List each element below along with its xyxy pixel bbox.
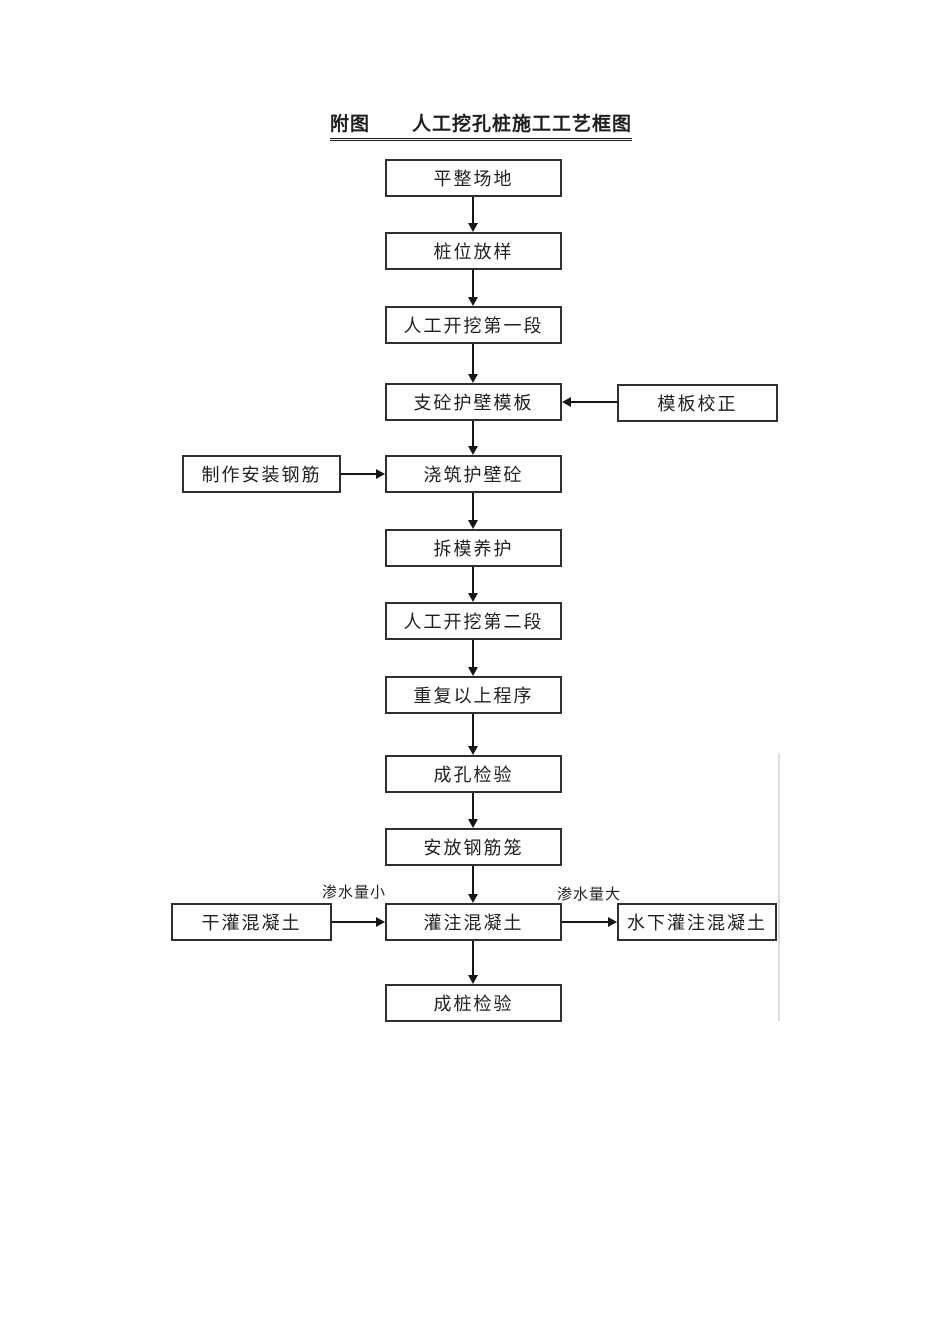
flow-step-support-wall-formwork: 支砼护壁模板 bbox=[385, 383, 562, 421]
arrow-formwork-correction-icon bbox=[562, 397, 617, 407]
flow-step-level-site: 平整场地 bbox=[385, 159, 562, 197]
flow-step-pour-wall-concrete: 浇筑护壁砼 bbox=[385, 455, 562, 493]
arrow-down-2-icon bbox=[468, 270, 478, 306]
flow-step-repeat-procedure: 重复以上程序 bbox=[385, 676, 562, 714]
arrow-down-5-icon bbox=[468, 493, 478, 529]
flow-step-manual-excavation-1: 人工开挖第一段 bbox=[385, 306, 562, 344]
diagram-title-text: 人工挖孔桩施工工艺框图 bbox=[412, 114, 633, 135]
arrow-down-6-icon bbox=[468, 567, 478, 602]
arrow-down-10-icon bbox=[468, 866, 478, 903]
arrow-down-9-icon bbox=[468, 793, 478, 828]
arrow-down-11-icon bbox=[468, 941, 478, 984]
arrow-down-7-icon bbox=[468, 640, 478, 676]
arrow-underwater-pour-icon bbox=[562, 917, 617, 927]
edge-label-seepage-large: 渗水量大 bbox=[557, 887, 622, 903]
flow-node-dry-pour-concrete: 干灌混凝土 bbox=[171, 903, 332, 941]
arrow-dry-pour-icon bbox=[332, 917, 385, 927]
arrow-down-8-icon bbox=[468, 714, 478, 755]
arrow-down-4-icon bbox=[468, 421, 478, 455]
flow-step-manual-excavation-2: 人工开挖第二段 bbox=[385, 602, 562, 640]
flow-step-pile-layout: 桩位放样 bbox=[385, 232, 562, 270]
arrow-down-1-icon bbox=[468, 197, 478, 232]
arrow-rebar-to-pour-icon bbox=[341, 469, 385, 479]
flow-node-formwork-correction: 模板校正 bbox=[617, 384, 778, 422]
flow-step-hole-inspection: 成孔检验 bbox=[385, 755, 562, 793]
page-column-divider-line bbox=[778, 753, 780, 1021]
diagram-title-prefix: 附图 bbox=[330, 114, 371, 135]
flow-step-formwork-removal-curing: 拆模养护 bbox=[385, 529, 562, 567]
flow-step-pile-inspection: 成桩检验 bbox=[385, 984, 562, 1022]
flow-node-underwater-pour-concrete: 水下灌注混凝土 bbox=[617, 903, 777, 941]
edge-label-seepage-small: 渗水量小 bbox=[322, 885, 387, 901]
diagram-title: 附图 人工挖孔桩施工工艺框图 bbox=[330, 109, 633, 141]
flow-step-install-rebar-cage: 安放钢筋笼 bbox=[385, 828, 562, 866]
arrow-down-3-icon bbox=[468, 344, 478, 383]
flow-node-make-install-rebar: 制作安装钢筋 bbox=[182, 455, 341, 493]
flow-step-pour-concrete: 灌注混凝土 bbox=[385, 903, 562, 941]
